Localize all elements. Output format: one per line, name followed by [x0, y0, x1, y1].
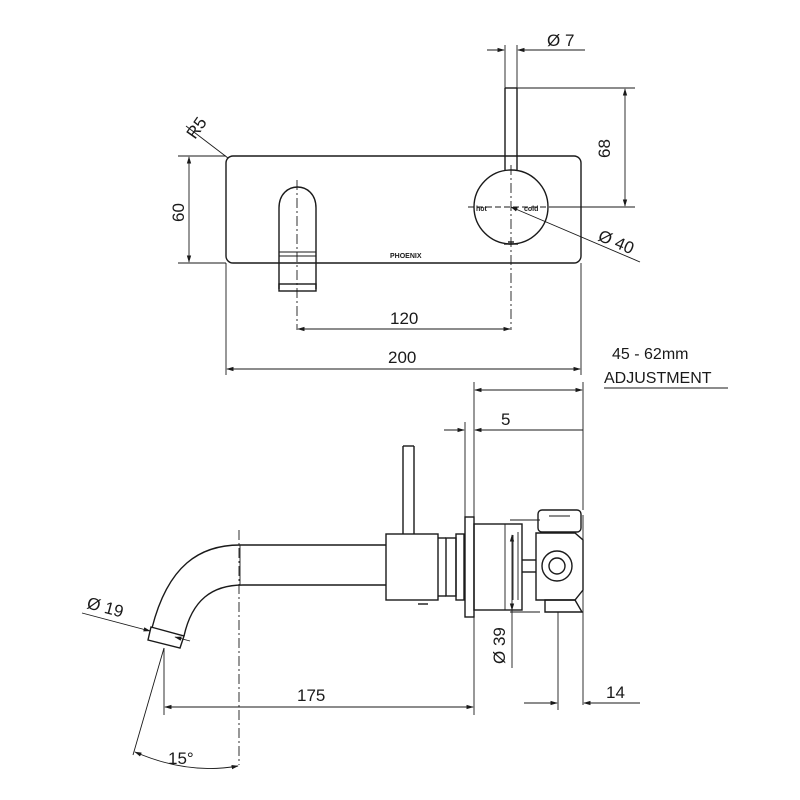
svg-text:Ø 7: Ø 7 — [547, 31, 574, 50]
svg-text:Ø 40: Ø 40 — [595, 226, 636, 258]
angle-dimension: 15° — [132, 647, 239, 770]
svg-text:5: 5 — [501, 410, 510, 429]
body-diameter-dimension: Ø 39 — [490, 519, 540, 668]
front-view: PHOENIX hot cold R5 60 Ø 7 68 — [169, 31, 641, 375]
svg-text:15°: 15° — [168, 749, 194, 768]
spout-side — [147, 530, 386, 765]
adjustment-range-label: 45 - 62mm — [612, 346, 688, 363]
lever-side — [402, 445, 415, 534]
svg-text:68: 68 — [595, 139, 614, 158]
centres-dimension: 120 — [297, 309, 511, 332]
spout-front — [278, 180, 317, 330]
side-view: 45 - 62mm ADJUSTMENT 5 — [81, 346, 728, 770]
valve-body — [535, 509, 584, 705]
svg-text:14: 14 — [606, 683, 625, 702]
svg-text:120: 120 — [390, 309, 418, 328]
spout-reach-dimension: 175 — [163, 617, 475, 715]
radius-dimension: R5 — [183, 114, 229, 159]
handle-body-side — [385, 533, 465, 605]
height-dimension: 60 — [169, 155, 226, 264]
handle-knob — [468, 165, 555, 330]
svg-text:60: 60 — [169, 203, 188, 222]
cover-plate — [225, 155, 582, 264]
depth-dimension: 14 — [524, 612, 640, 710]
lever — [504, 87, 518, 170]
width-dimension: 200 — [225, 263, 582, 375]
cold-label: cold — [524, 206, 538, 213]
handle-diameter-dimension: Ø 40 — [510, 206, 641, 263]
svg-text:R5: R5 — [183, 114, 211, 143]
adjustment-dimension — [473, 382, 584, 540]
lever-height-dimension: 68 — [517, 87, 635, 208]
adjustment-word-label: ADJUSTMENT — [604, 370, 712, 387]
lever-diameter-dimension: Ø 7 — [487, 31, 585, 88]
svg-text:175: 175 — [297, 686, 325, 705]
hot-label: hot — [476, 206, 488, 213]
svg-text:Ø 19: Ø 19 — [85, 594, 126, 622]
svg-text:Ø 39: Ø 39 — [490, 627, 509, 664]
wall-plate-side — [464, 516, 475, 618]
svg-text:200: 200 — [388, 348, 416, 367]
plate-thickness-dimension: 5 — [444, 410, 583, 520]
brand-label: PHOENIX — [390, 253, 422, 260]
cartridge-body — [473, 523, 536, 611]
